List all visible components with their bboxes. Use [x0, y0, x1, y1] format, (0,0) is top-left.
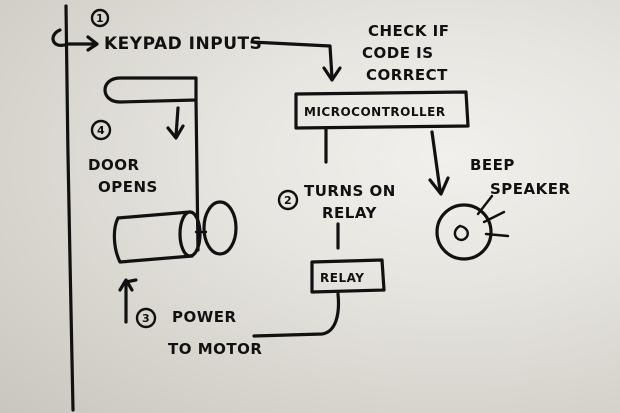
handle-down-arrow [174, 106, 180, 138]
speaker-cone [453, 224, 469, 242]
step-1-circle [90, 8, 110, 28]
relay-box [310, 258, 386, 294]
relay-to-motor-wire [252, 292, 341, 338]
keypad-to-mcu-arrowhead [322, 66, 342, 82]
keypad-arrow-hook [51, 28, 98, 47]
step-4-number: 4 [97, 124, 105, 137]
speaker-sound-wave-3 [484, 232, 510, 238]
microcontroller-box [294, 90, 470, 130]
door-knob [202, 200, 238, 256]
microcontroller-label: MICROCONTROLLER [304, 105, 446, 119]
door-handle [103, 76, 198, 104]
power-up-arrowhead [118, 278, 134, 292]
check-line-1: CHECK IF [368, 22, 450, 40]
relay-step-line-1: TURNS ON [304, 182, 396, 200]
keypad-arrow-head [86, 35, 99, 52]
left-vertical-line [64, 4, 75, 412]
door-line-2: OPENS [98, 178, 158, 196]
step-2-number: 2 [284, 194, 292, 207]
speaker-sound-wave-1 [476, 194, 494, 216]
check-line-2: CODE IS [362, 44, 434, 62]
relay-step-line-2: RELAY [322, 204, 378, 222]
power-line-1: POWER [172, 308, 237, 326]
mcu-to-speaker-arrowhead [428, 176, 450, 196]
power-line-2: TO MOTOR [168, 340, 262, 358]
keypad-to-mcu-arrow [250, 40, 334, 80]
door-handle-stem [194, 98, 200, 252]
step-4-circle [90, 119, 112, 141]
speaker-sound-wave-2 [482, 210, 506, 224]
handle-down-arrowhead [166, 124, 185, 140]
relay-label: RELAY [320, 271, 364, 285]
motor-end-cap [178, 210, 202, 258]
mcu-to-speaker-arrow [430, 130, 442, 192]
check-line-3: CORRECT [366, 66, 448, 84]
step-2-circle [277, 189, 299, 211]
step-3-number: 3 [142, 312, 150, 325]
step-3-circle [135, 307, 157, 329]
speaker-circle [435, 203, 493, 261]
door-line-1: DOOR [88, 156, 140, 174]
speaker-line-1: BEEP [470, 156, 515, 174]
step-1-number: 1 [96, 12, 104, 25]
keypad-inputs-label: KEYPAD INPUTS [104, 34, 262, 54]
speaker-line-2: SPEAKER [490, 180, 571, 198]
motor-body [112, 210, 194, 264]
